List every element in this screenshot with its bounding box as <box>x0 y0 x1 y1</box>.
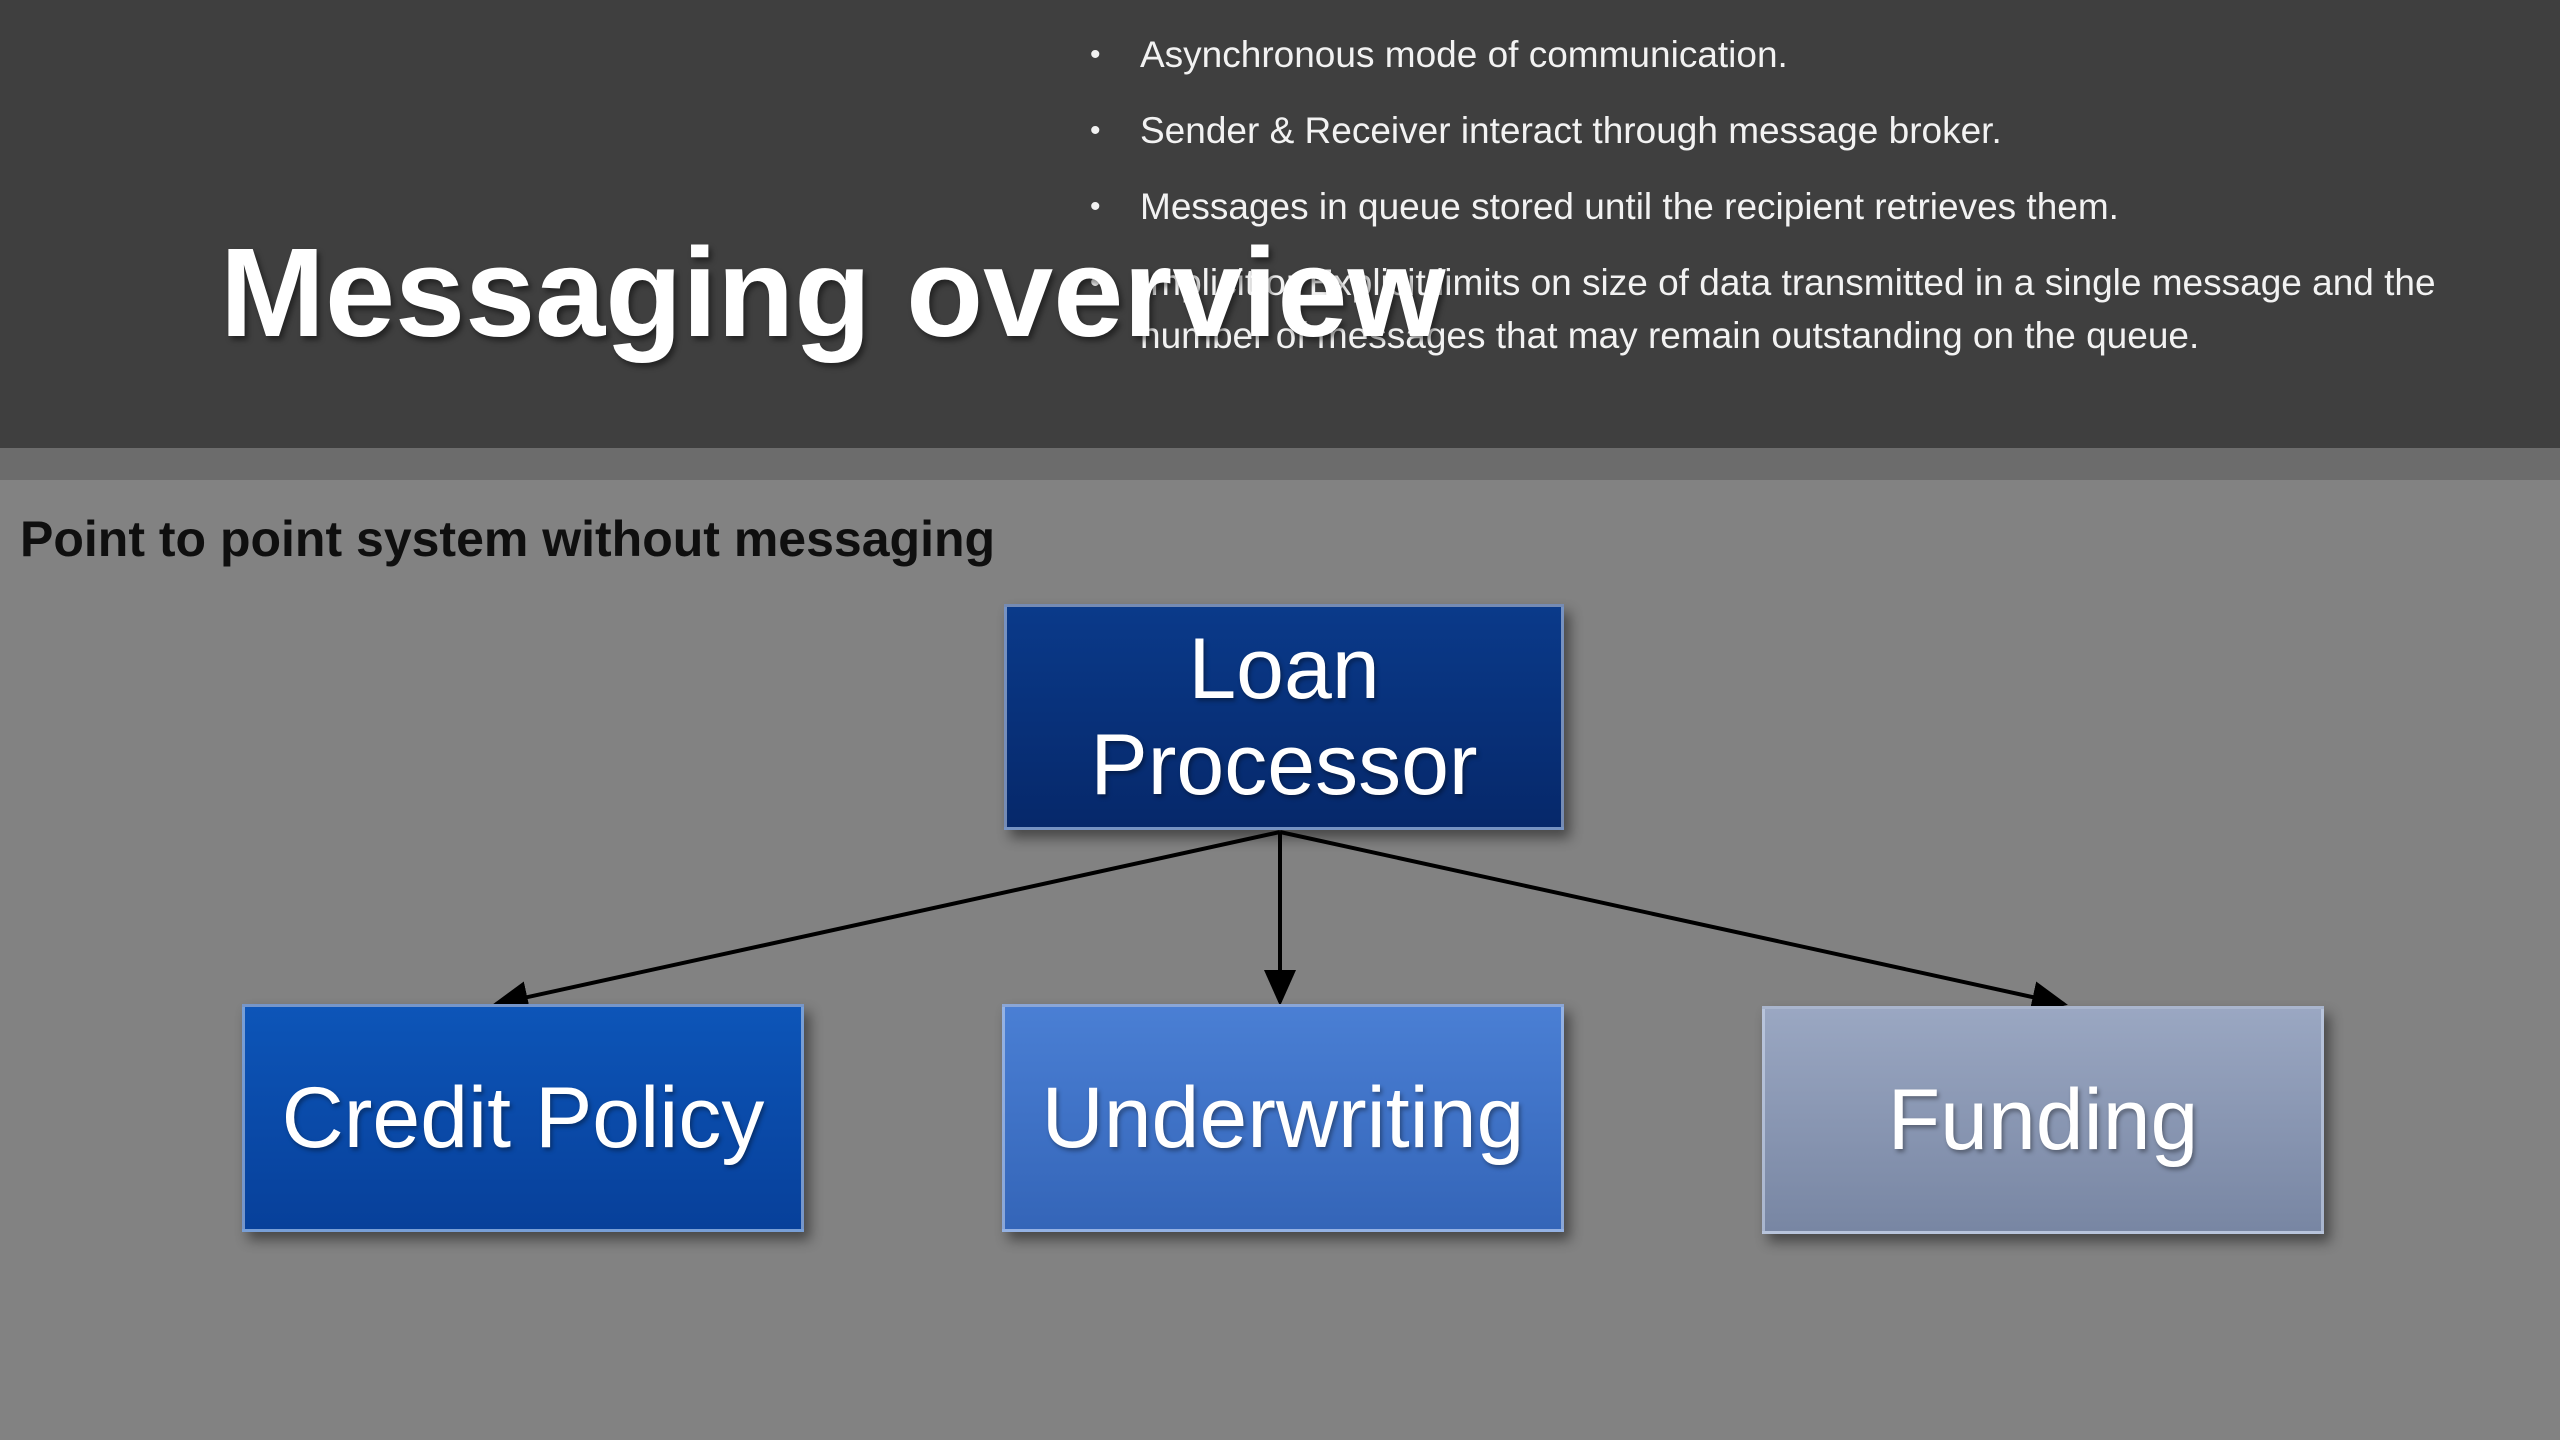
underwriting-box: Underwriting <box>1002 1004 1564 1232</box>
funding-box: Funding <box>1762 1006 2324 1234</box>
bullet-list: • Asynchronous mode of communication. • … <box>1090 28 2490 385</box>
bullet-item: • Sender & Receiver interact through mes… <box>1090 104 2490 157</box>
underwriting-label: Underwriting <box>1041 1069 1525 1166</box>
bullet-icon: • <box>1090 114 1101 147</box>
divider-band <box>0 448 2560 480</box>
section-subtitle: Point to point system without messaging <box>20 511 996 567</box>
bullet-icon: • <box>1090 38 1101 71</box>
funding-label: Funding <box>1887 1071 2199 1168</box>
bullet-icon: • <box>1090 266 1101 299</box>
loan-processor-label: Loan Processor <box>1090 621 1478 813</box>
bullet-text: Messages in queue stored until the recip… <box>1140 186 2119 227</box>
bullet-text: Sender & Receiver interact through messa… <box>1140 110 2002 151</box>
header-band <box>0 0 2560 448</box>
connector-to-credit-policy <box>492 830 1281 1013</box>
credit-policy-label: Credit Policy <box>281 1069 765 1166</box>
credit-policy-box: Credit Policy <box>242 1004 804 1232</box>
page-title: Messaging overview <box>220 222 1446 363</box>
bullet-text: Implicit or Explicit limits on size of d… <box>1140 262 2436 356</box>
bullet-item: • Messages in queue stored until the rec… <box>1090 180 2490 233</box>
loan-processor-box: Loan Processor <box>1004 604 1564 830</box>
bullet-text: Asynchronous mode of communication. <box>1140 34 1788 75</box>
connector-to-funding <box>1279 830 2068 1013</box>
bullet-item: • Implicit or Explicit limits on size of… <box>1090 256 2490 362</box>
bullet-icon: • <box>1090 190 1101 223</box>
bullet-item: • Asynchronous mode of communication. <box>1090 28 2490 81</box>
